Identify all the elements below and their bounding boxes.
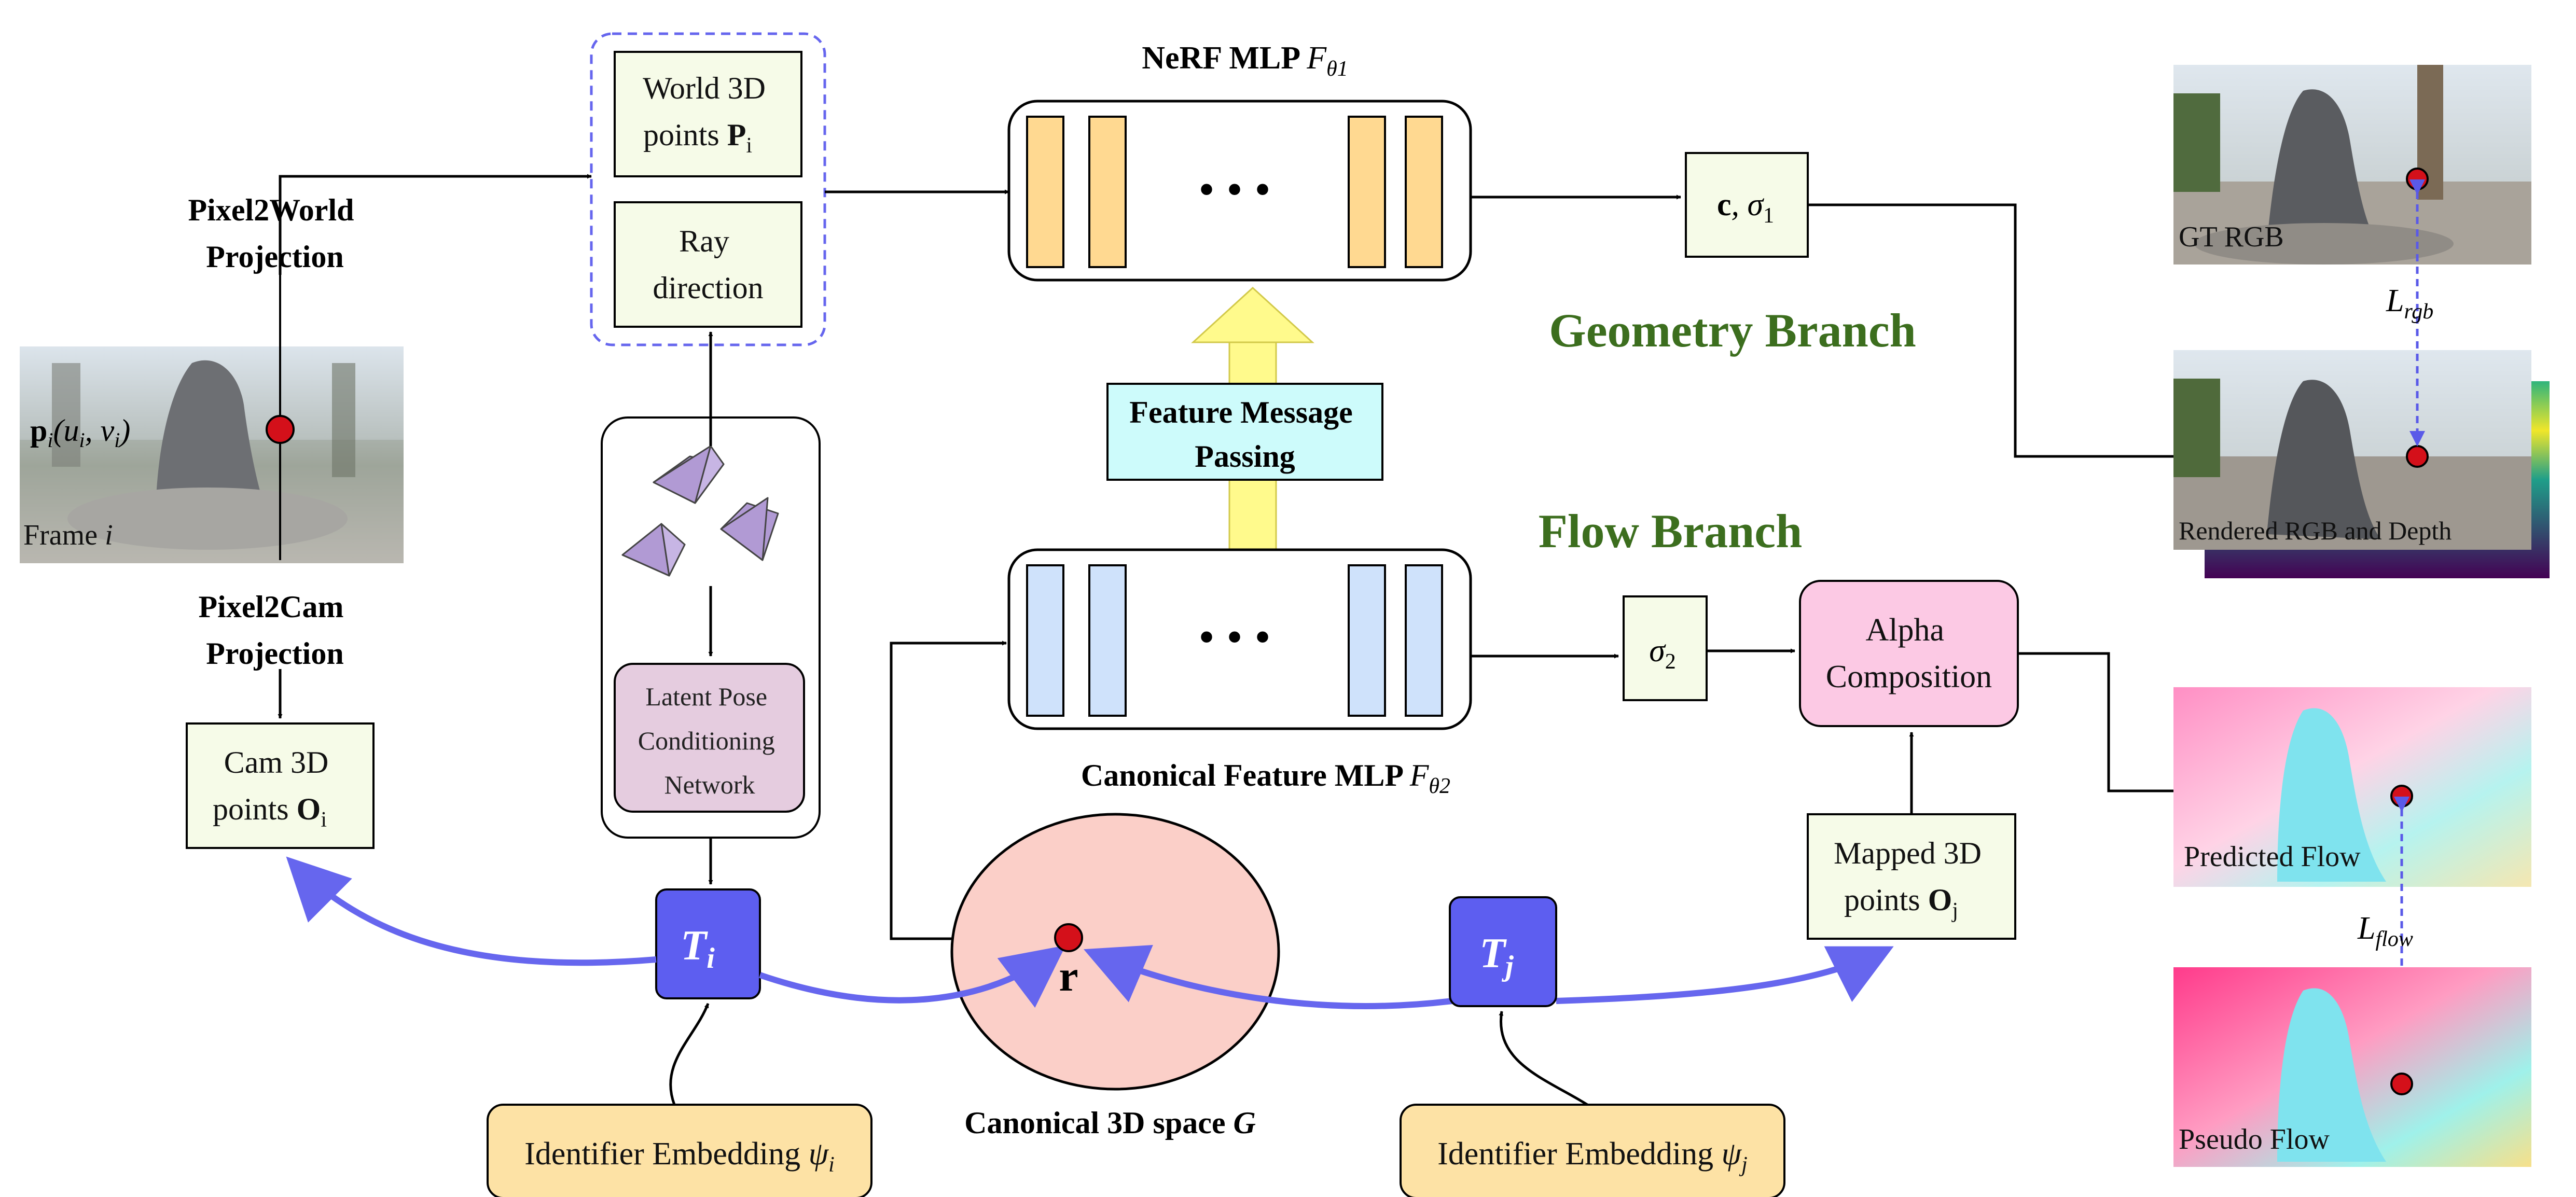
predicted-flow-point	[2390, 785, 2413, 808]
canonical-layer-4	[1405, 564, 1443, 717]
feature-message-box	[1106, 383, 1383, 481]
nerf-layer-4	[1405, 116, 1443, 268]
cam-3d-points-label: Cam 3D points Oi	[213, 745, 336, 832]
tj-to-mapped-curve	[1556, 946, 1894, 1004]
identifier-embedding-j-label: Identifier Embedding ψj	[1437, 1136, 1748, 1177]
l-rgb-label: Lrgb	[2386, 283, 2433, 324]
pixel-point-marker	[266, 415, 295, 444]
gt-rgb-image	[2173, 65, 2531, 265]
world-3d-points-label: World 3D points Pi	[643, 71, 773, 158]
pixel2cam-label: Pixel2Cam Projection	[199, 590, 352, 671]
ti-to-cam-curve	[286, 856, 657, 966]
transform-tj-box	[1449, 896, 1557, 1007]
transform-tj-label: Tj	[1479, 929, 1514, 982]
identifier-embedding-j-box	[1400, 1104, 1785, 1197]
frame-i-image	[20, 346, 404, 563]
canonical-layer-2	[1088, 564, 1127, 717]
predicted-flow-label: Predicted Flow	[2184, 841, 2361, 873]
nerf-layer-3	[1348, 116, 1386, 268]
r-point-label: r	[1059, 952, 1078, 1000]
rendered-rgb-label: Rendered RGB and Depth	[2179, 516, 2452, 545]
identifier-embedding-i-label: Identifier Embedding ψi	[524, 1136, 835, 1177]
camera-pyramid-icon	[621, 445, 779, 577]
predicted-flow-image	[2173, 687, 2531, 887]
ray-direction-label: Ray direction	[653, 224, 763, 305]
canonical-space-label: Canonical 3D space G	[964, 1106, 1256, 1140]
tj-to-r-curve	[1083, 944, 1453, 1009]
alpha-composition-label: Alpha Composition	[1826, 613, 1992, 694]
canonical-layer-3	[1348, 564, 1386, 717]
sigma2-label: σ2	[1649, 633, 1676, 674]
ray-direction-box	[614, 201, 802, 328]
nerf-ellipsis: • • •	[1198, 164, 1271, 215]
pseudo-flow-point	[2390, 1073, 2413, 1095]
feature-passing-arrowhead	[1191, 286, 1314, 343]
sigma2-box	[1623, 595, 1708, 701]
latent-pose-network-box	[614, 663, 805, 813]
canonical-ellipsis: • • •	[1198, 611, 1271, 663]
transform-ti-label: Ti	[681, 922, 715, 975]
pixel2world-arrow	[279, 174, 592, 275]
pseudo-flow-image	[2173, 967, 2531, 1167]
gt-rgb-label: GT RGB	[2179, 221, 2284, 253]
feature-message-label: Feature Message Passing	[1129, 395, 1360, 474]
l-flow-label: Lflow	[2357, 911, 2413, 951]
canonical-layer-1	[1026, 564, 1064, 717]
pixel-point-label: pi(ui, vi)	[30, 413, 130, 452]
geometry-branch-label: Geometry Branch	[1549, 304, 1916, 357]
c-sigma1-label: c, σ1	[1717, 187, 1774, 228]
latent-pose-network-label: Latent Pose Conditioning Network	[638, 682, 781, 799]
ti-to-r-curve	[759, 945, 1066, 1008]
mapped-3d-points-label: Mapped 3D points Oj	[1834, 836, 1989, 923]
world-3d-points-box	[614, 51, 802, 177]
alpha-composition-box	[1799, 580, 2019, 727]
pixel2world-label: Pixel2World Projection	[188, 193, 362, 274]
canonical-mlp-title: Canonical Feature MLP Fθ2	[1081, 758, 1450, 798]
identifier-embedding-i-box	[487, 1104, 872, 1197]
identifier-i-to-ti-arrow	[669, 1003, 710, 1105]
cam-3d-points-box	[186, 722, 375, 849]
canonical-space-ellipse	[950, 813, 1280, 1091]
r-point-marker	[1054, 923, 1083, 952]
gt-rgb-point	[2406, 168, 2429, 190]
identifier-j-to-tj-arrow	[1499, 1011, 1588, 1106]
nerf-layer-2	[1088, 116, 1127, 268]
rendered-rgb-point	[2406, 445, 2429, 468]
nerf-mlp-title: NeRF MLP Fθ1	[1142, 40, 1348, 81]
flow-branch-label: Flow Branch	[1539, 505, 1803, 558]
nerf-layer-1	[1026, 116, 1064, 268]
c-sigma1-box	[1685, 152, 1809, 258]
world-ray-group	[590, 32, 826, 346]
rendered-rgb-depth-image	[2173, 350, 2550, 578]
pseudo-flow-label: Pseudo Flow	[2179, 1123, 2330, 1156]
frame-label: Frame i	[23, 519, 113, 551]
mapped-3d-points-box	[1807, 813, 2016, 940]
transform-ti-box	[655, 888, 761, 999]
